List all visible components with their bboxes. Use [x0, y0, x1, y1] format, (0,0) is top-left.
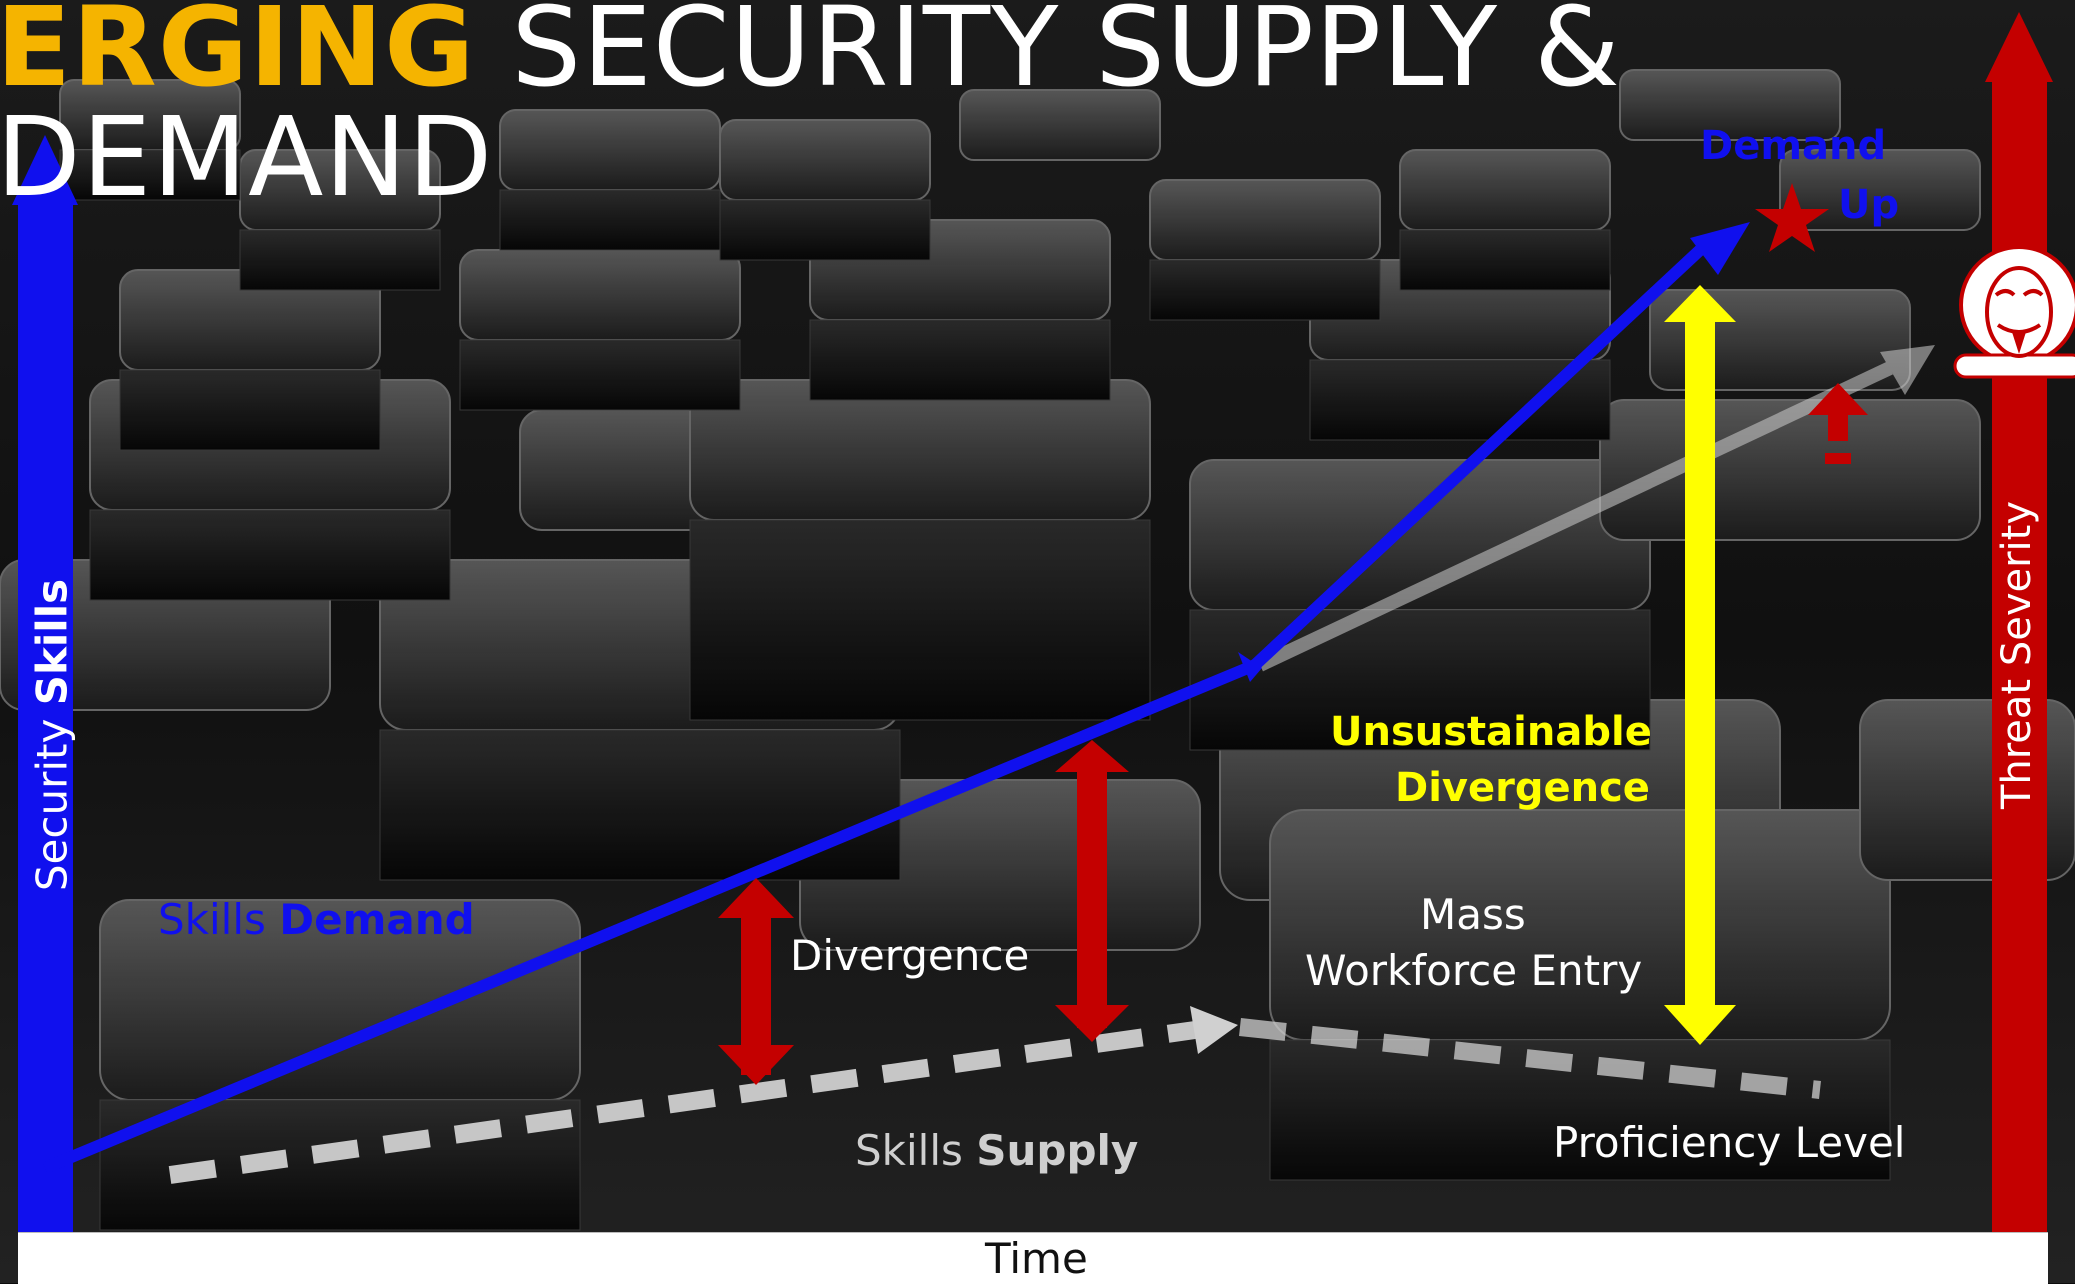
cube-field-background — [0, 69, 2075, 1231]
security-skills-plain: Security — [27, 705, 77, 892]
exclamation-arrow-icon — [1808, 383, 1868, 464]
title-light: SECURITY SUPPLY & DEMAND — [0, 0, 1621, 221]
skills-demand-plain: Skills — [158, 895, 280, 944]
threat-severity-label: Threat Severity — [1994, 500, 2040, 810]
security-skills-strong: Skills — [27, 578, 77, 706]
anonymous-mask-icon — [1953, 245, 2075, 379]
skills-supply-plain: Skills — [855, 1126, 977, 1175]
threat-trend-line — [1257, 345, 1935, 672]
skills-demand-line — [42, 222, 1750, 1174]
skills-supply-strong: Supply — [976, 1126, 1139, 1175]
unsustainable-divergence-arrow — [1664, 285, 1736, 1045]
skills-supply-line — [168, 1006, 1821, 1184]
time-axis-bar — [18, 1232, 2048, 1284]
page-title: ERGING SECURITY SUPPLY & DEMAND — [0, 0, 2075, 212]
security-skills-label: Security Skills — [28, 579, 77, 891]
mass-entry-line1: Mass — [1420, 890, 1526, 939]
skills-supply-label: Skills Supply — [855, 1130, 1138, 1172]
unsustainable-line1: Unsustainable — [1330, 709, 1652, 755]
divergence-arrow-large — [1055, 740, 1129, 1042]
skills-demand-label: Skills Demand — [158, 899, 475, 941]
star-icon — [1755, 183, 1829, 252]
proficiency-level-label: Proficiency Level — [1553, 1118, 1906, 1167]
mass-entry-line2: Workforce Entry — [1305, 946, 1643, 995]
security-skills-axis — [12, 135, 78, 1232]
demand-up-line1: Demand — [1700, 123, 1887, 169]
demand-up-line2: Up — [1838, 182, 1900, 228]
skills-demand-strong: Demand — [279, 895, 475, 944]
unsustainable-line2: Divergence — [1395, 765, 1650, 811]
title-strong: ERGING — [0, 0, 476, 111]
divergence-arrow-small — [718, 878, 794, 1085]
time-axis-label: Time — [985, 1234, 1088, 1283]
divergence-label: Divergence — [790, 931, 1030, 980]
